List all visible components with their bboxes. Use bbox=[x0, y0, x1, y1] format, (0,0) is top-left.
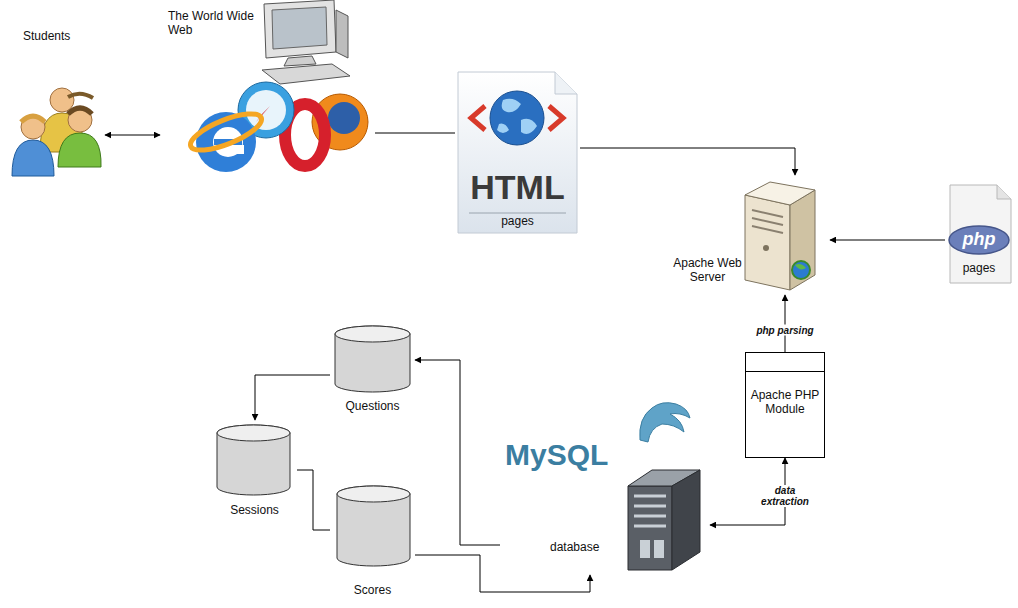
database-node: MySQL database bbox=[500, 400, 710, 575]
node-sublabel: pages bbox=[501, 215, 534, 229]
server-icon bbox=[745, 182, 815, 290]
browser-logos bbox=[186, 82, 368, 172]
node-label: php bbox=[963, 229, 996, 250]
node-label: Scores bbox=[354, 584, 391, 598]
page-shape bbox=[455, 70, 580, 235]
database-cylinder: Questions bbox=[330, 318, 415, 420]
server-node: Apache Web Server bbox=[660, 175, 830, 295]
module-divider bbox=[746, 371, 824, 372]
connector bbox=[830, 240, 945, 241]
connector bbox=[785, 295, 786, 352]
browser-icon: The World Wide Web bbox=[160, 5, 375, 190]
document-icon: HTML pages bbox=[455, 70, 580, 235]
database-server-icon bbox=[628, 470, 700, 570]
database-cylinder: Scores bbox=[330, 478, 415, 602]
node-label: Apache PHP Module bbox=[750, 389, 820, 417]
connector bbox=[297, 470, 330, 530]
connector bbox=[415, 555, 590, 592]
connector-label: php parsing bbox=[755, 325, 814, 336]
connector bbox=[105, 135, 160, 136]
connector bbox=[415, 360, 500, 545]
node-label: Sessions bbox=[230, 504, 279, 518]
node-label: MySQL bbox=[505, 438, 608, 473]
document-icon: php pages bbox=[945, 183, 1013, 285]
connector-label: data extraction bbox=[753, 485, 817, 507]
connector bbox=[375, 133, 455, 134]
database-cylinder: Sessions bbox=[212, 420, 297, 525]
node-label: Apache Web Server bbox=[660, 257, 755, 285]
node-label: The World Wide Web bbox=[168, 10, 258, 38]
students-icon bbox=[12, 88, 101, 176]
actor-icon: Students bbox=[5, 28, 105, 183]
node-label: Questions bbox=[345, 400, 399, 414]
node-sublabel: database bbox=[550, 541, 599, 555]
computer-icon bbox=[262, 0, 350, 84]
node-label: Students bbox=[23, 30, 70, 44]
node-sublabel: pages bbox=[963, 262, 996, 276]
connector bbox=[580, 148, 795, 175]
mysql-dolphin bbox=[640, 403, 690, 442]
connector bbox=[255, 375, 330, 420]
node-label: HTML bbox=[470, 168, 564, 207]
process-box: Apache PHP Module bbox=[745, 352, 825, 458]
